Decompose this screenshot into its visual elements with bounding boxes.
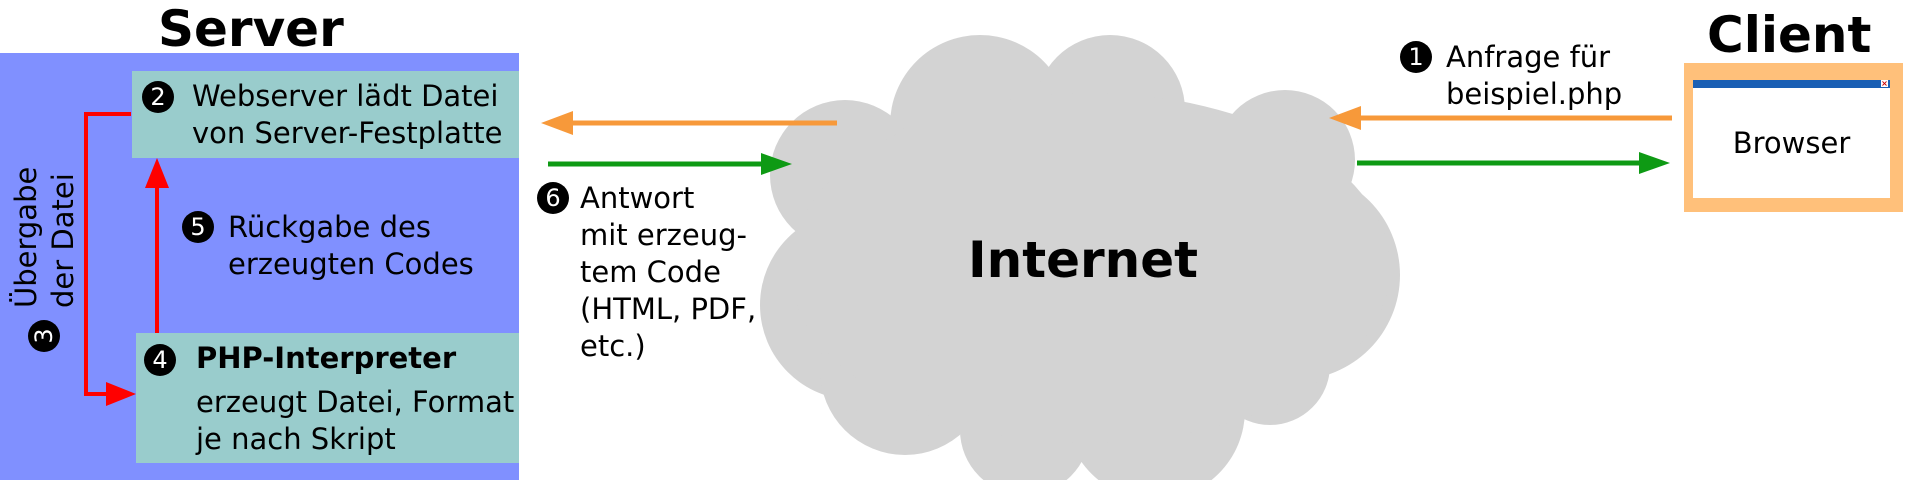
request-arrowhead-client [1329, 106, 1361, 130]
response-line-1: Antwort [580, 181, 695, 215]
response-line-2: mit erzeug- [580, 218, 747, 252]
webserver-box: 2 Webserver lädt Datei von Server-Festpl… [132, 71, 519, 158]
browser-window: × Browser [1693, 80, 1890, 198]
internet-cloud [760, 35, 1400, 480]
client-title: Client [1707, 6, 1872, 64]
server-title: Server [158, 0, 344, 58]
webserver-line-2: von Server-Festplatte [192, 116, 503, 150]
return-code-line-2: erzeugten Codes [228, 247, 474, 281]
browser-label: Browser [1732, 126, 1851, 160]
php-interpreter-line-2: je nach Skript [196, 422, 396, 456]
response-line-3: tem Code [580, 255, 721, 289]
response-arrowhead-client [1639, 152, 1670, 174]
step-5-badge: 5 [182, 211, 214, 243]
step-4-badge: 4 [144, 344, 176, 376]
return-code-arrowhead [145, 158, 169, 188]
return-code-line-1: Rückgabe des [228, 210, 431, 244]
response-line-5: etc.) [580, 329, 646, 363]
browser-close-icon[interactable]: × [1881, 79, 1888, 88]
request-arrowhead-server [541, 111, 573, 135]
step-2-badge: 2 [142, 81, 174, 113]
php-interpreter-title: PHP-Interpreter [196, 341, 457, 375]
php-interpreter-line-1: erzeugt Datei, Format [196, 385, 515, 419]
browser-titlebar [1693, 80, 1890, 88]
response-line-4: (HTML, PDF, [580, 292, 757, 326]
handover-arrowhead [106, 382, 136, 406]
step-1-badge: 1 [1400, 41, 1432, 73]
step-6-badge: 6 [537, 182, 569, 214]
webserver-line-1: Webserver lädt Datei [192, 79, 499, 113]
internet-label: Internet [968, 231, 1199, 289]
request-line-2: beispiel.php [1446, 77, 1623, 111]
php-interpreter-box: 4 PHP-Interpreter erzeugt Datei, Format … [136, 333, 519, 463]
handover-arrow [84, 112, 131, 396]
request-label: 1 Anfrage für beispiel.php [1400, 39, 1622, 113]
return-code-label: 5 Rückgabe des erzeugten Codes [182, 209, 474, 283]
response-label: 6 Antwort mit erzeug- tem Code (HTML, PD… [535, 180, 756, 365]
response-arrowhead-server [761, 153, 792, 175]
request-line-1: Anfrage für [1446, 40, 1611, 74]
